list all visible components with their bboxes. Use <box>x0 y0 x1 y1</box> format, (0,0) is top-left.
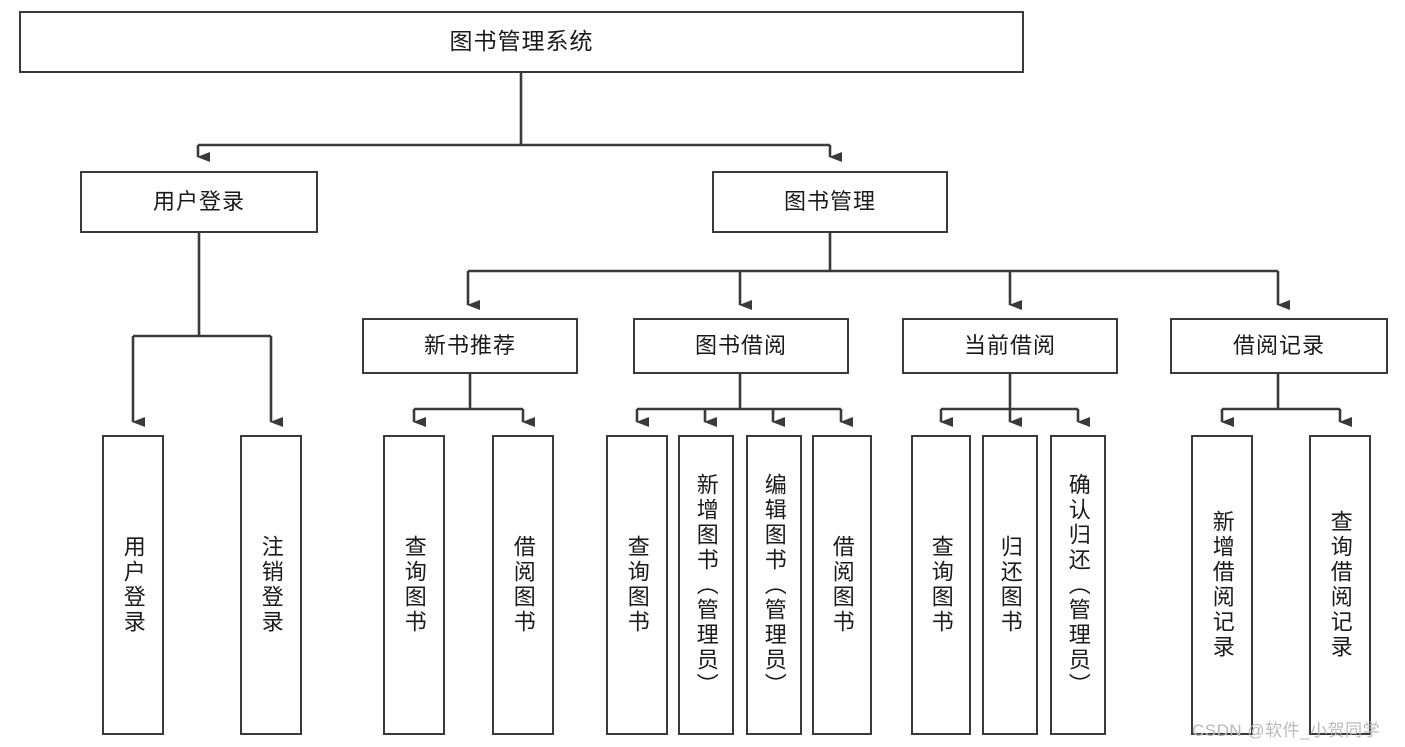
node-label: 编辑图书（管理员） <box>761 472 787 698</box>
leaf-user-login[interactable]: 用户登录 <box>102 435 164 735</box>
node-root-book-management-system[interactable]: 图书管理系统 <box>19 11 1024 73</box>
leaf-confirm-return-admin[interactable]: 确认归还（管理员） <box>1050 435 1106 735</box>
node-label: 借阅图书 <box>510 535 536 635</box>
node-label: 新增图书（管理员） <box>693 472 719 698</box>
node-label: 借阅图书 <box>829 535 855 635</box>
leaf-query-books-recommendation[interactable]: 查询图书 <box>383 435 445 735</box>
leaf-add-book-admin[interactable]: 新增图书（管理员） <box>678 435 734 735</box>
node-label: 用户登录 <box>152 188 245 214</box>
leaf-query-borrow-record[interactable]: 查询借阅记录 <box>1309 435 1371 735</box>
node-label: 新书推荐 <box>423 332 516 358</box>
node-book-management[interactable]: 图书管理 <box>712 171 948 233</box>
node-label: 图书管理系统 <box>449 28 594 55</box>
node-user-login[interactable]: 用户登录 <box>80 171 318 233</box>
node-label: 图书借阅 <box>694 332 787 358</box>
node-book-borrowing[interactable]: 图书借阅 <box>633 318 849 374</box>
leaf-edit-book-admin[interactable]: 编辑图书（管理员） <box>746 435 802 735</box>
node-label: 确认归还（管理员） <box>1065 472 1091 698</box>
node-borrow-records[interactable]: 借阅记录 <box>1170 318 1388 374</box>
leaf-return-books[interactable]: 归还图书 <box>982 435 1038 735</box>
node-label: 新增借阅记录 <box>1209 510 1235 660</box>
node-label: 归还图书 <box>997 535 1023 635</box>
node-label: 查询图书 <box>401 535 427 635</box>
watermark-credit: CSDN @软件_小贺同学 <box>1192 721 1381 740</box>
node-current-borrowing[interactable]: 当前借阅 <box>902 318 1118 374</box>
node-label: 查询图书 <box>624 535 650 635</box>
node-label: 注销登录 <box>258 535 284 635</box>
node-label: 查询借阅记录 <box>1327 510 1353 660</box>
leaf-query-books-borrowing[interactable]: 查询图书 <box>606 435 668 735</box>
node-label: 查询图书 <box>928 535 954 635</box>
node-label: 当前借阅 <box>963 332 1056 358</box>
leaf-borrow-books-recommendation[interactable]: 借阅图书 <box>492 435 554 735</box>
leaf-add-borrow-record[interactable]: 新增借阅记录 <box>1191 435 1253 735</box>
leaf-logout[interactable]: 注销登录 <box>240 435 302 735</box>
node-label: 用户登录 <box>120 535 146 635</box>
leaf-query-books-current[interactable]: 查询图书 <box>911 435 971 735</box>
node-label: 图书管理 <box>783 188 876 214</box>
leaf-borrow-books-borrowing[interactable]: 借阅图书 <box>812 435 872 735</box>
node-new-book-recommendation[interactable]: 新书推荐 <box>362 318 578 374</box>
node-label: 借阅记录 <box>1232 332 1325 358</box>
